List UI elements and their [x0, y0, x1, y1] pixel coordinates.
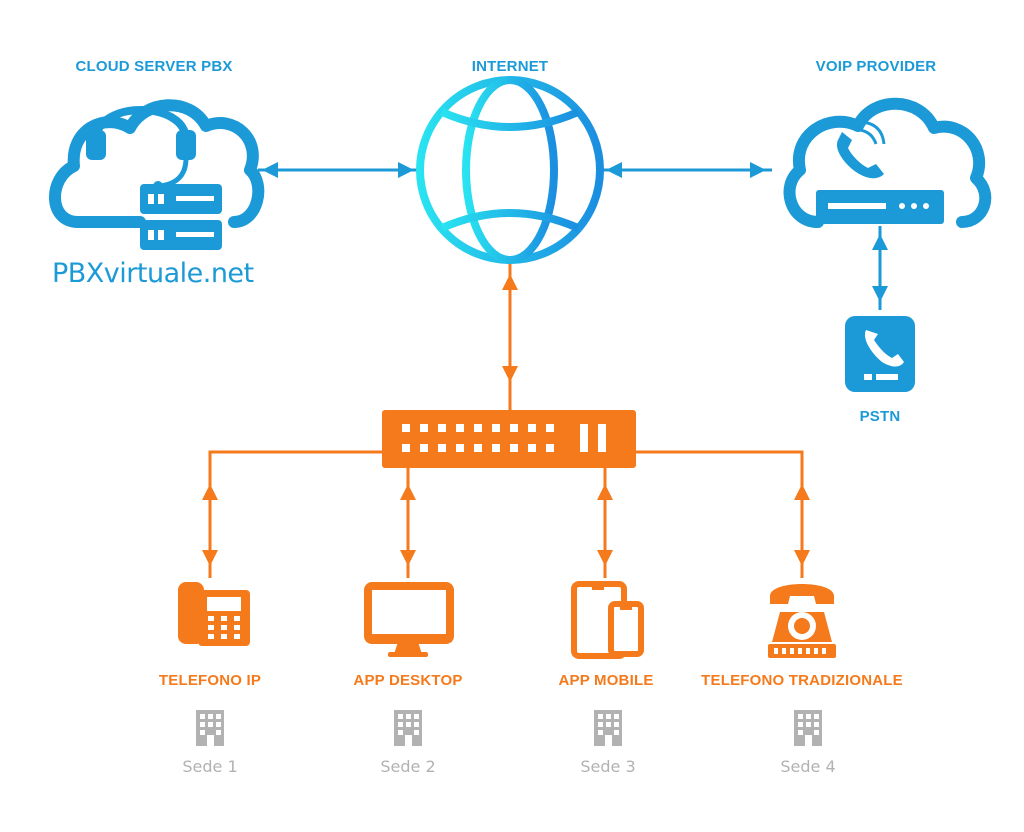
connector-internet-voip — [600, 162, 772, 178]
internet-label: INTERNET — [471, 58, 549, 75]
endpoint-label: APP DESKTOP — [353, 672, 463, 689]
site-label: Sede 2 — [380, 757, 436, 776]
ip-phone-icon — [178, 582, 250, 646]
endpoint-label: TELEFONO IP — [158, 672, 262, 689]
branch-arrowheads — [202, 484, 810, 566]
building-icon — [794, 710, 822, 746]
building-icon — [196, 710, 224, 746]
building-icon — [394, 710, 422, 746]
pstn-label: PSTN — [859, 408, 901, 425]
voip-provider-label: VOIP PROVIDER — [815, 58, 937, 75]
rotary-phone-icon — [768, 584, 836, 658]
building-icon — [594, 710, 622, 746]
brand-logo-text: PBXvirtuale.net — [52, 258, 254, 289]
connector-cloud-internet — [258, 162, 418, 178]
network-switch-icon — [382, 410, 636, 468]
site-label: Sede 1 — [182, 757, 238, 776]
connector-switch-branches — [208, 450, 804, 578]
cloud-phone-router-icon — [783, 97, 992, 228]
site-label: Sede 3 — [580, 757, 636, 776]
endpoint-label: TELEFONO TRADIZIONALE — [701, 672, 903, 689]
endpoint-label: APP MOBILE — [558, 672, 654, 689]
connector-voip-pstn — [872, 226, 888, 310]
site-label: Sede 4 — [780, 757, 836, 776]
cloud-server-label: CLOUD SERVER PBX — [75, 58, 233, 75]
phone-device-icon — [845, 316, 915, 392]
desktop-monitor-icon — [364, 582, 454, 657]
tablet-phone-icon — [571, 581, 644, 659]
cloud-headset-server-icon — [49, 99, 265, 250]
connector-internet-switch — [502, 262, 518, 410]
globe-icon — [416, 76, 604, 264]
